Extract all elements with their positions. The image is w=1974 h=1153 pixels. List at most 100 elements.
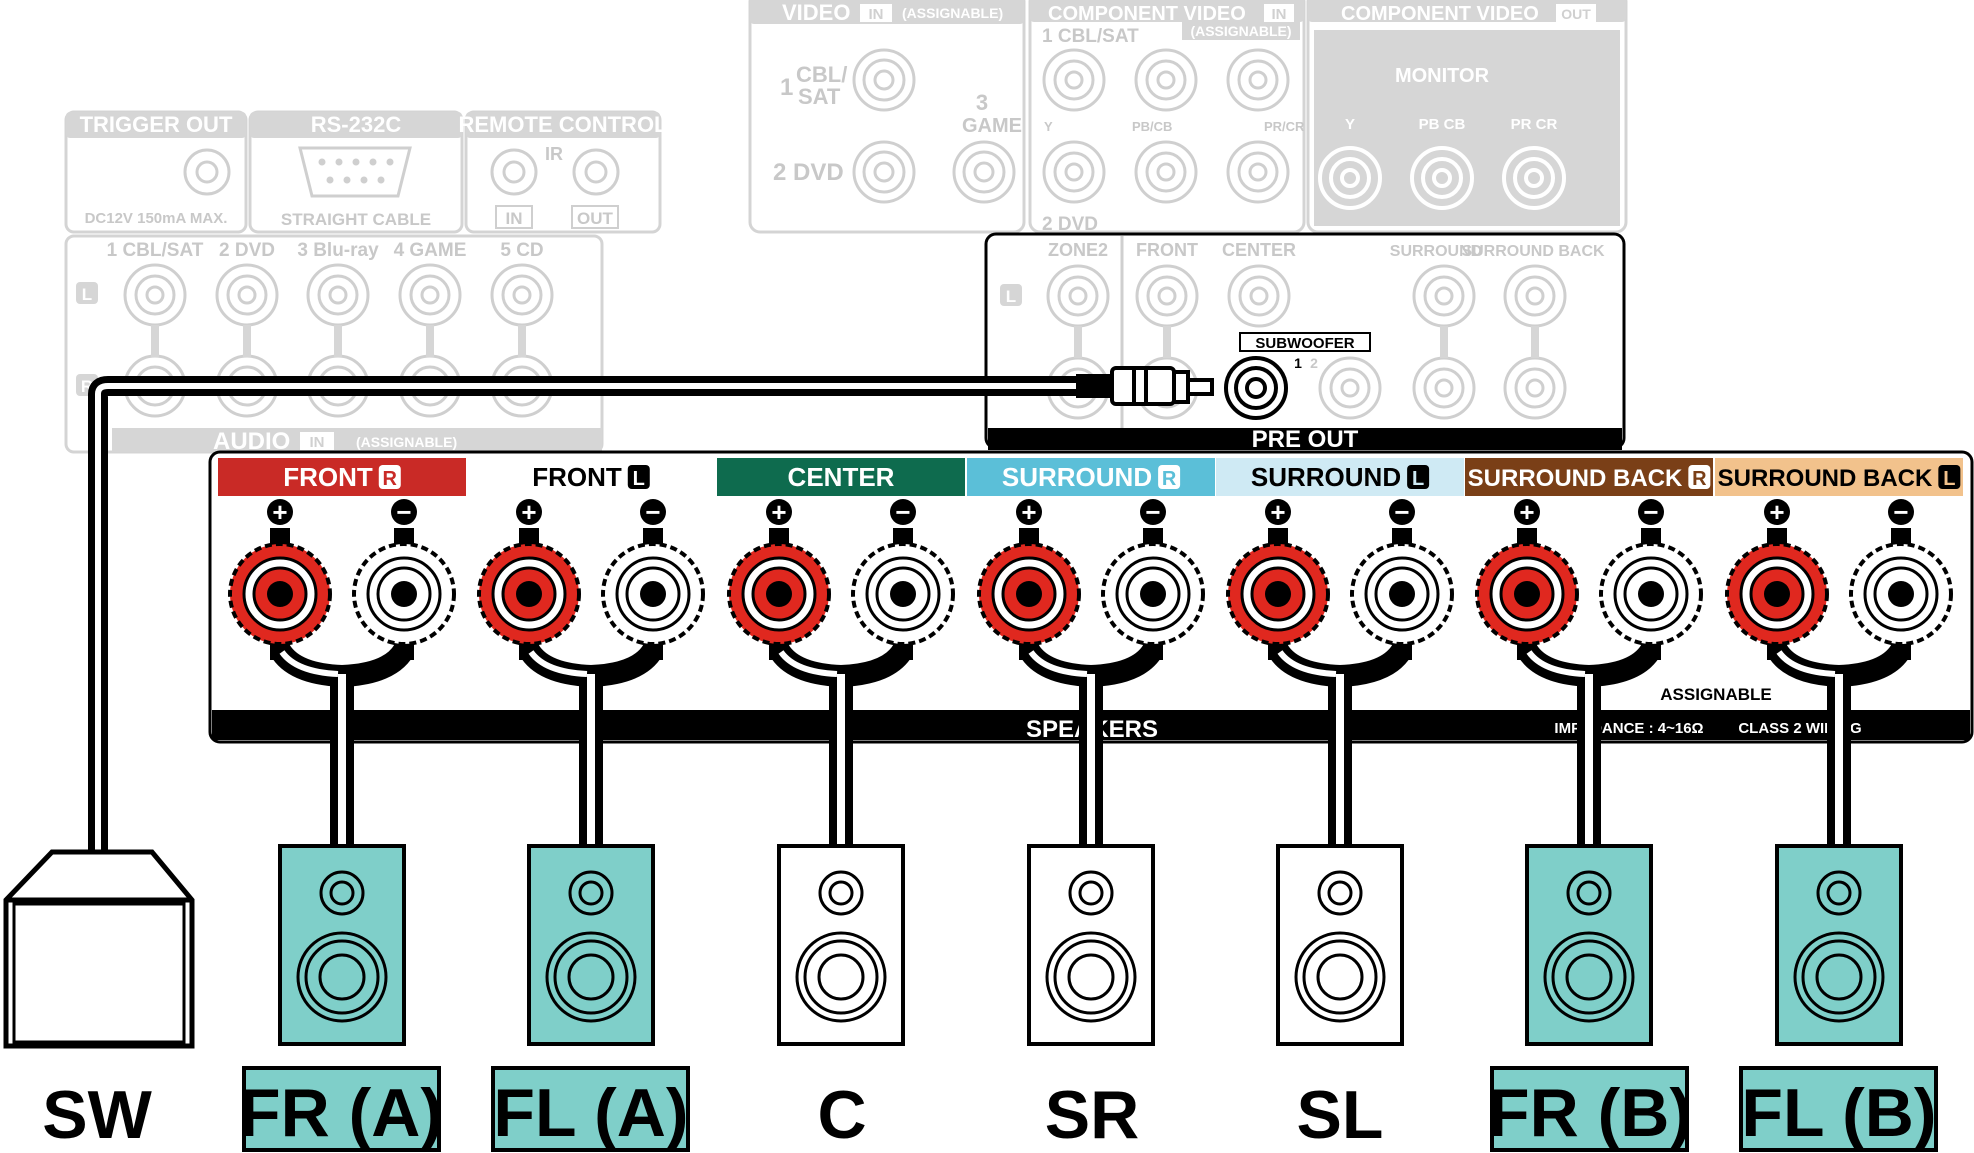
channel-center-plus-terminal[interactable] [727,542,831,646]
channel-surround-back-l-minus-terminal[interactable] [1849,542,1953,646]
label-fr-a: FR (A) [239,1075,443,1151]
pre-out-center: CENTER [1222,240,1296,260]
video-3-label: GAME [962,115,1022,137]
monitor-y-label: Y [1345,116,1355,133]
audio-in-badge: IN [310,434,325,451]
channel-center-plus-sign: + [771,497,786,527]
channel-surround-back-l-header: SURROUND BACK L [1715,458,1963,496]
pre-out-l-label: L [1006,287,1016,306]
channel-surround-back-l-plus-terminal[interactable] [1725,542,1829,646]
video-in-badge: IN [869,6,884,23]
subwoofer-speaker [3,849,195,1049]
channel-surround-l-plus-terminal[interactable] [1226,542,1330,646]
channel-center-cable [769,643,913,848]
label-sl: SL [1297,1077,1384,1153]
component-in-badge: IN [1272,6,1287,23]
channel-front-r-side-badge: R [383,468,398,490]
label-sw: SW [42,1077,152,1153]
channel-surround-back-r-side-badge: R [1692,468,1707,490]
label-fl-b: FL (B) [1741,1075,1936,1151]
audio-in-panel: 1 CBL/SAT 2 DVD 3 Blu-ray 4 GAME 5 CD L … [64,234,604,455]
channel-surround-back-l-terminals: +− [1725,497,1953,660]
surround-r-speaker [1027,844,1155,1046]
speaker-labels: SW FR (A) FL (A) C SR SL FR (B) FL (B) [42,1066,1938,1153]
channel-surround-r-minus-terminal[interactable] [1101,542,1205,646]
video-3-number: 3 [976,90,988,115]
component-out-badge: OUT [1561,6,1591,22]
audio-input-4: 4 GAME [394,240,467,261]
subwoofer-1-jack[interactable] [1224,356,1288,420]
channel-front-l-label: FRONT [532,462,622,492]
pre-out-surround-back: SURROUND BACK [1461,243,1605,260]
channel-center-label: CENTER [788,462,895,492]
channel-front-r-plus-terminal[interactable] [228,542,332,646]
channel-front-r-cable [270,643,414,848]
channel-surround-back-l-minus-sign: − [1893,497,1908,527]
component-video-in-panel: COMPONENT VIDEO IN (ASSIGNABLE) 1 CBL/SA… [1028,0,1306,235]
monitor-pr-label: PR CR [1511,116,1558,133]
channel-front-r-terminals: +− [228,497,456,660]
rs232c-title: RS-232C [311,112,402,137]
front-r-speaker [278,844,406,1046]
channel-surround-back-r-minus-terminal[interactable] [1599,542,1703,646]
channel-surround-back-r-label: SURROUND BACK [1468,465,1683,492]
rca-plug [1076,366,1214,406]
component-video-out-panel: COMPONENT VIDEO OUT MONITOR Y PB CB PR C… [1306,0,1628,234]
trigger-spec: DC12V 150mA MAX. [85,210,228,227]
channel-center-minus-terminal[interactable] [851,542,955,646]
channel-surround-l-minus-sign: − [1394,497,1409,527]
audio-input-1: 1 CBL/SAT [107,240,204,261]
pre-out-panel: PRE OUT ZONE2 FRONT CENTER SURROUND SURR… [984,232,1626,453]
label-fr-b: FR (B) [1488,1075,1692,1151]
channel-center-header: CENTER [717,458,965,496]
straight-cable-label: STRAIGHT CABLE [281,210,431,229]
video-in-panel: VIDEO IN (ASSIGNABLE) 1 CBL/ SAT 2 DVD 3… [748,0,1026,234]
audio-input-2: 2 DVD [219,240,275,261]
channel-surround-back-r-cable [1517,643,1661,848]
component-out-title: COMPONENT VIDEO [1341,3,1539,25]
channel-center-terminals: +− [727,497,955,660]
channel-surround-back-r-plus-sign: + [1519,497,1534,527]
channel-surround-back-r-minus-sign: − [1643,497,1658,527]
subwoofer-2-label: 2 [1310,355,1318,371]
label-fl-a: FL (A) [493,1075,688,1151]
channel-surround-back-l-cable [1767,643,1911,848]
channel-front-l-minus-sign: − [645,497,660,527]
speaker-terminals: +−+−+−+−+−+−+− [228,497,1953,660]
center-speaker [777,844,905,1046]
channel-surround-r-plus-terminal[interactable] [977,542,1081,646]
pre-out-surround: SURROUND [1390,243,1482,260]
channel-surround-r-label: SURROUND [1002,462,1152,492]
trigger-out-panel: TRIGGER OUT DC12V 150mA MAX. [64,110,248,234]
video-1-label-line1: CBL/ [796,62,847,87]
pre-out-zone2: ZONE2 [1048,240,1108,260]
label-sr: SR [1045,1077,1139,1153]
channel-front-l-minus-terminal[interactable] [601,542,705,646]
channel-front-l-plus-terminal[interactable] [477,542,581,646]
component-pr-label: PR/CR [1264,119,1305,134]
pre-out-front: FRONT [1136,240,1198,260]
remote-in-label: IN [506,209,523,228]
channel-front-l-terminals: +− [477,497,705,660]
channel-front-r-minus-terminal[interactable] [352,542,456,646]
trigger-out-title: TRIGGER OUT [80,112,233,137]
remote-out-label: OUT [577,209,614,228]
channel-surround-back-r-plus-terminal[interactable] [1475,542,1579,646]
channel-surround-l-minus-terminal[interactable] [1350,542,1454,646]
channel-surround-l-label: SURROUND [1251,462,1401,492]
channel-surround-back-l-side-badge: L [1943,468,1955,490]
audio-input-5: 5 CD [500,240,543,261]
surround-back-l-speaker [1775,844,1903,1046]
channel-surround-back-l-label: SURROUND BACK [1718,465,1933,492]
monitor-pb-label: PB CB [1419,116,1466,133]
video-1-label-line2: SAT [798,84,841,109]
subwoofer-cable [88,366,1214,870]
monitor-label: MONITOR [1395,65,1490,87]
channel-front-r-minus-sign: − [396,497,411,527]
audio-input-3: 3 Blu-ray [297,240,379,261]
channel-surround-back-r-header: SURROUND BACK R [1465,458,1713,496]
